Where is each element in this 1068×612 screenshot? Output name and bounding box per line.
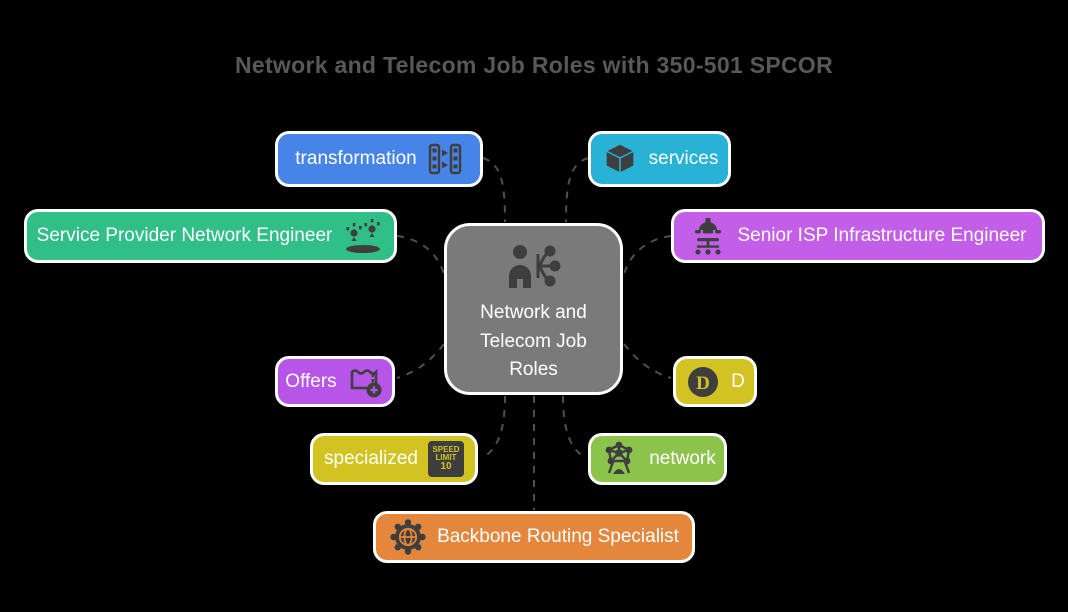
connector-d: [623, 343, 672, 379]
node-transformation-label: transformation: [295, 148, 417, 169]
ticket-plus-icon: [347, 365, 385, 399]
node-specialized[interactable]: specialized SPEED LIMIT 10: [310, 433, 478, 485]
connector-offers: [396, 343, 445, 379]
node-backbone-label: Backbone Routing Specialist: [437, 526, 679, 547]
connector-network: [562, 395, 587, 459]
globe-gear-icon: [389, 518, 427, 556]
connector-transformation: [482, 157, 506, 223]
transform-strips-icon: [427, 142, 463, 176]
person-network-icon: [503, 242, 565, 297]
connector-spne: [396, 235, 445, 275]
connector-services: [565, 157, 589, 223]
speed-limit-icon: SPEED LIMIT 10: [428, 441, 464, 477]
central-node-label: Network and Telecom Job Roles: [480, 302, 587, 380]
d-badge-letter: D: [696, 373, 710, 394]
node-specialized-label: specialized: [324, 448, 418, 469]
node-service-provider-network-engineer[interactable]: Service Provider Network Engineer: [24, 209, 397, 263]
speed-limit-line1: SPEED: [432, 445, 460, 454]
tower-network-icon: [599, 440, 639, 478]
cube-icon: [601, 140, 639, 178]
engineer-helmet-network-icon: [689, 216, 727, 256]
node-network[interactable]: network: [588, 433, 727, 485]
node-transformation[interactable]: transformation: [275, 131, 483, 187]
node-spne-label: Service Provider Network Engineer: [36, 225, 333, 246]
node-offers[interactable]: Offers: [275, 356, 395, 407]
node-d[interactable]: D D: [673, 356, 757, 407]
node-backbone-routing-specialist[interactable]: Backbone Routing Specialist: [373, 511, 695, 563]
central-node[interactable]: Network and Telecom Job Roles: [444, 223, 623, 395]
connector-senior-isp: [623, 235, 672, 275]
speed-limit-line2: LIMIT: [435, 453, 457, 462]
connector-specialized: [481, 395, 506, 459]
node-services-label: services: [648, 148, 719, 169]
node-services[interactable]: services: [588, 131, 731, 187]
node-offers-label: Offers: [285, 370, 337, 392]
broadcast-ground-icon: [342, 217, 384, 255]
page-title: Network and Telecom Job Roles with 350-5…: [234, 52, 834, 78]
node-senior-isp-label: Senior ISP Infrastructure Engineer: [737, 225, 1027, 246]
speed-limit-line3: 10: [440, 461, 452, 472]
node-senior-isp-infrastructure-engineer[interactable]: Senior ISP Infrastructure Engineer: [671, 209, 1045, 263]
node-d-label: D: [731, 370, 745, 392]
letter-d-badge-icon: D: [685, 364, 721, 400]
node-network-label: network: [649, 448, 716, 469]
